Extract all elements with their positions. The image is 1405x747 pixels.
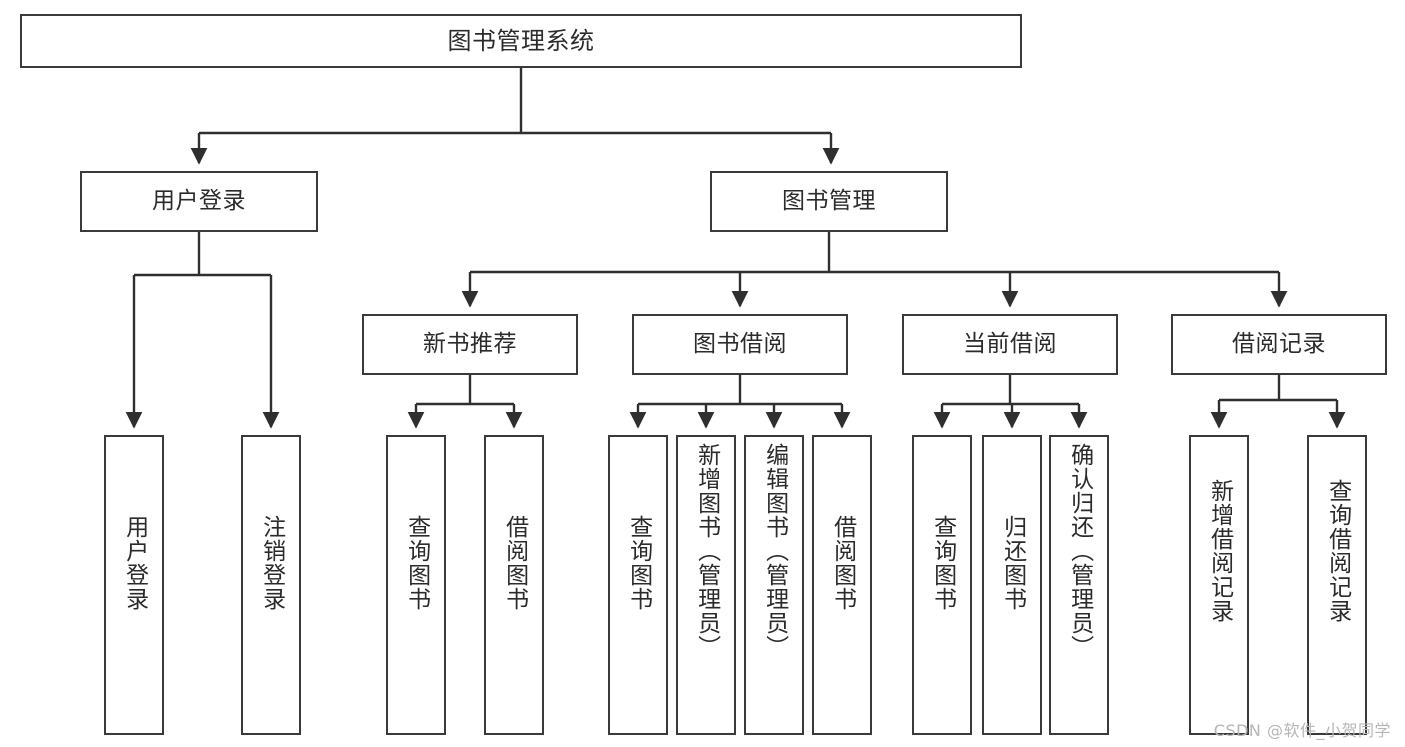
leaf-label: 查询图书 [625, 515, 652, 611]
leaf-label: 归还图书 [999, 515, 1026, 611]
node-root-label: 图书管理系统 [447, 26, 595, 55]
node-root[interactable]: 图书管理系统 [20, 14, 1022, 68]
leaf-borrow-books[interactable]: 借阅图书 [812, 435, 872, 735]
leaf-label: 确认归还（管理员） [1066, 443, 1093, 659]
leaf-add-borrow-record[interactable]: 新增借阅记录 [1189, 435, 1249, 735]
leaf-return-books[interactable]: 归还图书 [982, 435, 1042, 735]
node-current-borrow-label: 当前借阅 [963, 330, 1057, 357]
leaf-query-books-current[interactable]: 查询图书 [912, 435, 972, 735]
node-user-login[interactable]: 用户登录 [80, 171, 318, 232]
leaf-label: 用户登录 [121, 515, 148, 611]
node-new-book-recommend-label: 新书推荐 [423, 330, 517, 357]
leaf-edit-book-admin[interactable]: 编辑图书（管理员） [744, 435, 804, 735]
node-user-login-label: 用户登录 [152, 187, 246, 214]
leaf-label: 新增借阅记录 [1206, 479, 1233, 623]
leaf-label: 查询借阅记录 [1324, 479, 1351, 623]
leaf-add-book-admin[interactable]: 新增图书（管理员） [676, 435, 736, 735]
leaf-logout-login[interactable]: 注销登录 [241, 435, 301, 735]
leaf-label: 编辑图书（管理员） [761, 443, 788, 659]
leaf-user-login[interactable]: 用户登录 [104, 435, 164, 735]
node-book-management-label: 图书管理 [782, 187, 876, 214]
leaf-label: 查询图书 [403, 515, 430, 611]
node-book-borrow-label: 图书借阅 [693, 330, 787, 357]
node-book-management[interactable]: 图书管理 [710, 171, 948, 232]
leaf-label: 新增图书（管理员） [693, 443, 720, 659]
leaf-query-books-borrow[interactable]: 查询图书 [608, 435, 668, 735]
leaf-label: 查询图书 [929, 515, 956, 611]
leaf-label: 注销登录 [258, 515, 285, 611]
node-book-borrow[interactable]: 图书借阅 [632, 314, 848, 375]
node-current-borrow[interactable]: 当前借阅 [902, 314, 1118, 375]
leaf-label: 借阅图书 [829, 515, 856, 611]
leaf-borrow-books-new[interactable]: 借阅图书 [484, 435, 544, 735]
node-borrow-records-label: 借阅记录 [1232, 330, 1326, 357]
leaf-label: 借阅图书 [501, 515, 528, 611]
csdn-watermark: CSDN @软件_小贺同学 [1213, 721, 1391, 740]
node-new-book-recommend[interactable]: 新书推荐 [362, 314, 578, 375]
node-borrow-records[interactable]: 借阅记录 [1171, 314, 1387, 375]
leaf-confirm-return-admin[interactable]: 确认归还（管理员） [1049, 435, 1109, 735]
leaf-query-books-new[interactable]: 查询图书 [386, 435, 446, 735]
leaf-query-borrow-record[interactable]: 查询借阅记录 [1307, 435, 1367, 735]
